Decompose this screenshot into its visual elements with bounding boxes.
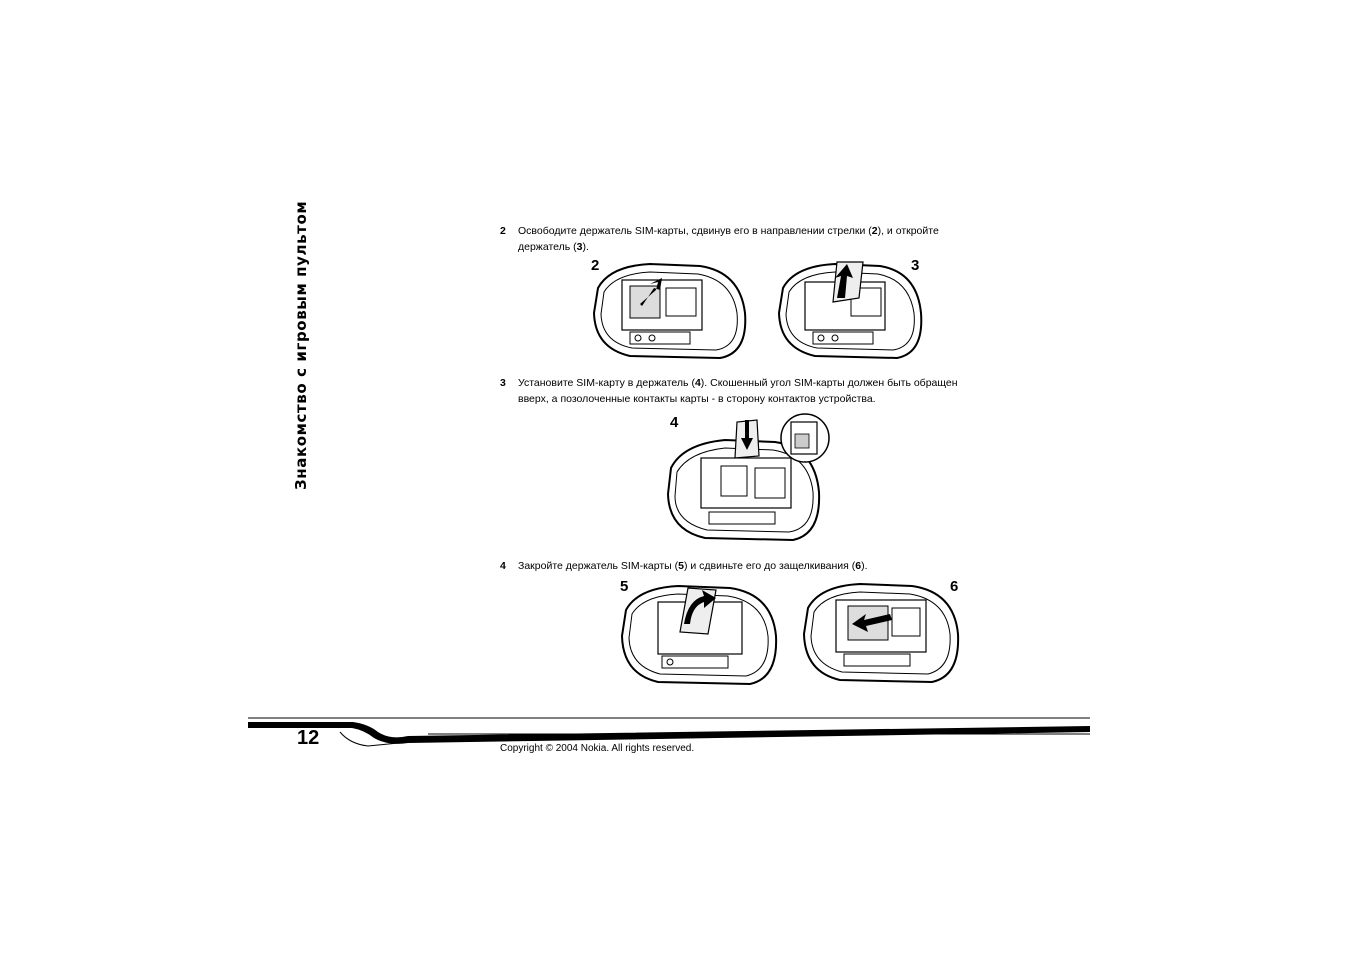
step-text-part: Закройте держатель SIM-карты ( xyxy=(518,560,679,572)
step-text-part: ). xyxy=(861,560,868,572)
page-number: 12 xyxy=(297,727,320,749)
footer-rule xyxy=(248,717,1090,747)
figure-callout-2: 2 xyxy=(591,257,600,274)
chapter-title: Знакомство с игровым пультом xyxy=(292,200,310,490)
step-text-part: ). Скошенный угол SIM-карты должен быть … xyxy=(518,377,958,405)
step-text: Закройте держатель SIM-карты (5) и сдвин… xyxy=(518,558,988,574)
step-text-part: ). xyxy=(582,241,589,253)
step-number: 4 xyxy=(500,560,506,572)
figure-callout-3: 3 xyxy=(911,257,920,274)
figure-ref: 2 xyxy=(871,225,878,237)
step-text-part: Установите SIM-карту в держатель ( xyxy=(518,377,695,389)
device-illustration-3 xyxy=(777,261,923,360)
step-number: 3 xyxy=(500,377,506,389)
step-text-part: Освободите держатель SIM-карты, сдвинув … xyxy=(518,225,872,237)
figure-ref: 3 xyxy=(576,241,583,253)
figure-ref: 5 xyxy=(678,560,684,572)
device-illustration-2 xyxy=(592,262,747,360)
device-illustration-6 xyxy=(802,582,960,684)
step-text: Освободите держатель SIM-карты, сдвинув … xyxy=(518,223,988,255)
copyright-notice: Copyright © 2004 Nokia. All rights reser… xyxy=(500,743,695,754)
step-text: Установите SIM-карту в держатель (4). Ск… xyxy=(518,375,988,407)
figure-callout-4: 4 xyxy=(670,414,679,431)
step-number: 2 xyxy=(500,225,506,237)
step-text-part: ) и сдвиньте его до защелкивания ( xyxy=(683,560,856,572)
figure-ref: 4 xyxy=(694,377,701,389)
figure-ref: 6 xyxy=(855,560,862,572)
step-text-part: ), и откройте держатель ( xyxy=(518,225,939,253)
device-illustration-5 xyxy=(620,584,778,686)
device-illustration-4 xyxy=(666,413,830,542)
figure-callout-6: 6 xyxy=(950,578,959,595)
figure-callout-5: 5 xyxy=(620,578,629,595)
